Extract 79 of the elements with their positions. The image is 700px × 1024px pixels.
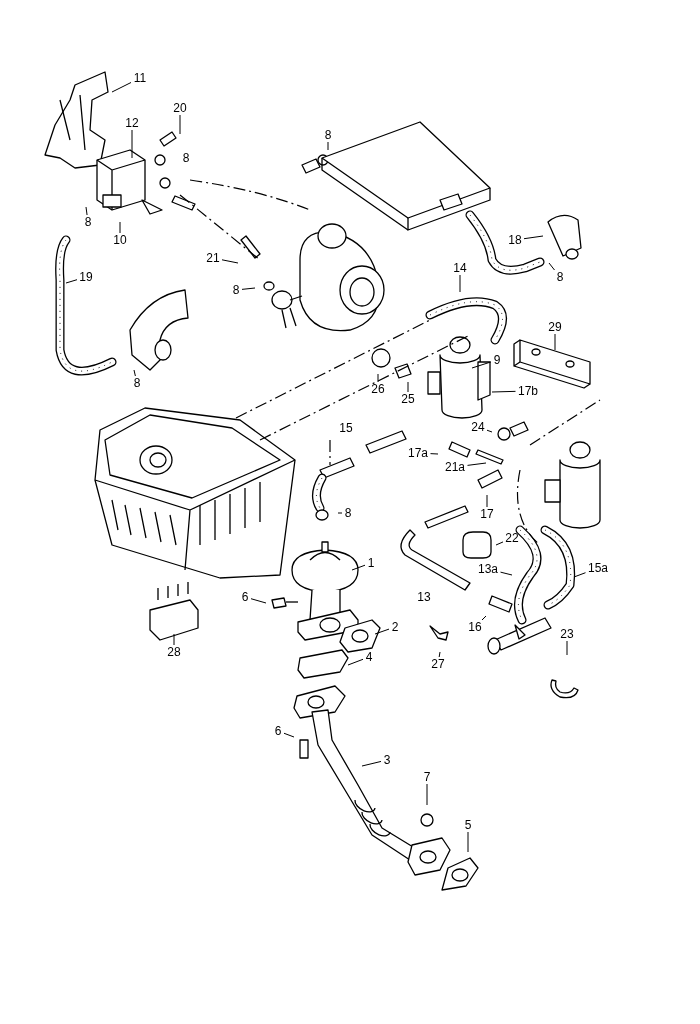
callout-number: 17 bbox=[478, 507, 496, 521]
callout-number: 20 bbox=[171, 101, 189, 115]
callout-number: 17b bbox=[515, 384, 541, 398]
leader-line bbox=[347, 658, 364, 666]
callout-number: 6 bbox=[239, 590, 251, 604]
leader-line bbox=[426, 783, 428, 806]
callout-number: 7 bbox=[421, 770, 433, 784]
callout-number: 3 bbox=[381, 753, 393, 767]
callout-number: 28 bbox=[165, 645, 183, 659]
callout-number: 27 bbox=[429, 657, 447, 671]
leader-line bbox=[554, 333, 556, 351]
callout-number: 8 bbox=[230, 283, 242, 297]
leader-line bbox=[111, 82, 132, 93]
leader-line bbox=[65, 279, 78, 284]
leader-line bbox=[491, 390, 516, 393]
leader-line bbox=[523, 235, 544, 240]
callout-number: 5 bbox=[462, 818, 474, 832]
leader-line bbox=[85, 206, 88, 216]
leader-line bbox=[566, 640, 568, 656]
callout-number: 15a bbox=[585, 561, 611, 575]
leader-line bbox=[500, 571, 513, 576]
leader-line bbox=[407, 381, 409, 393]
callout-number: 22 bbox=[503, 531, 521, 545]
callout-number: 8 bbox=[322, 128, 334, 142]
callout-number: 8 bbox=[181, 151, 191, 165]
leader-line bbox=[173, 633, 175, 646]
leader-line bbox=[327, 141, 329, 151]
callout-number: 11 bbox=[131, 71, 149, 85]
leader-line bbox=[573, 572, 586, 578]
callout-number: 8 bbox=[131, 376, 143, 390]
leader-line bbox=[486, 429, 493, 433]
leader-line bbox=[119, 221, 121, 234]
callout-number: 19 bbox=[77, 270, 95, 284]
leader-line bbox=[337, 512, 343, 514]
leader-line bbox=[467, 462, 487, 466]
callout-number: 4 bbox=[363, 650, 375, 664]
leader-line bbox=[361, 760, 382, 767]
callout-number: 25 bbox=[399, 392, 417, 406]
callout-number: 26 bbox=[369, 382, 387, 396]
callout-number: 2 bbox=[389, 620, 401, 634]
callout-number: 8 bbox=[342, 506, 354, 520]
leader-line bbox=[351, 564, 366, 571]
leader-line bbox=[471, 361, 492, 369]
leader-line bbox=[481, 615, 487, 621]
callout-number: 24 bbox=[469, 420, 487, 434]
leader-line bbox=[131, 129, 133, 159]
callout-number: 10 bbox=[111, 233, 129, 247]
callout-number: 12 bbox=[123, 116, 141, 130]
callout-number: 21 bbox=[204, 251, 222, 265]
callout-number: 8 bbox=[554, 270, 566, 284]
callout-number: 14 bbox=[451, 261, 469, 275]
leader-line bbox=[467, 831, 469, 853]
callout-number: 23 bbox=[558, 627, 576, 641]
leader-line bbox=[430, 453, 439, 455]
leader-line bbox=[283, 732, 295, 738]
leader-line bbox=[221, 259, 239, 264]
leader-line bbox=[250, 598, 267, 604]
leader-line bbox=[486, 494, 488, 508]
callout-number: 21a bbox=[442, 460, 468, 474]
callout-number: 16 bbox=[466, 620, 484, 634]
callout-number: 6 bbox=[272, 724, 284, 738]
leader-line bbox=[374, 628, 390, 635]
callout-number: 1 bbox=[365, 556, 377, 570]
leader-line bbox=[548, 262, 555, 271]
callout-number: 13a bbox=[475, 562, 501, 576]
callout-number: 15 bbox=[338, 421, 354, 435]
callout-number: 29 bbox=[546, 320, 564, 334]
leader-line bbox=[377, 373, 379, 383]
callout-number: 18 bbox=[506, 233, 524, 247]
callout-number: 9 bbox=[491, 353, 503, 367]
leader-line bbox=[495, 541, 504, 546]
callout-number: 17a bbox=[405, 446, 431, 460]
callout-number: 8 bbox=[82, 215, 94, 229]
leader-line bbox=[459, 274, 461, 293]
callout-number: 13 bbox=[416, 590, 432, 604]
leader-line bbox=[438, 651, 441, 658]
leader-line bbox=[179, 114, 181, 135]
leader-line bbox=[133, 369, 136, 377]
leader-line bbox=[241, 287, 256, 290]
